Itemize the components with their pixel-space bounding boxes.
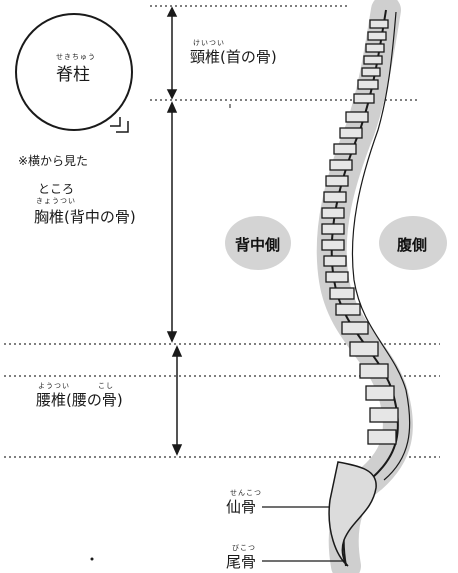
coccyx-label: 尾骨 xyxy=(226,551,256,572)
note-line-2: ところ xyxy=(38,180,74,197)
sacrum-label: 仙骨 xyxy=(226,496,256,517)
spine-title: 脊柱 xyxy=(56,60,90,85)
back-side-label: 背中側 xyxy=(235,234,280,255)
spine-illustration xyxy=(322,10,410,566)
note-line-1: ※横から見た xyxy=(18,152,88,169)
belly-side-label: 腹側 xyxy=(397,234,427,255)
cervical-label: 頸椎(首の骨) xyxy=(190,46,277,67)
thoracic-label: 胸椎(背中の骨) xyxy=(34,206,136,227)
stray-dot xyxy=(91,558,94,561)
lumbar-label: 腰椎(腰の骨) xyxy=(36,389,123,410)
corner-mark xyxy=(110,117,120,126)
thoracic-ruby: きょうつい xyxy=(36,196,76,206)
range-arrows xyxy=(168,8,181,454)
